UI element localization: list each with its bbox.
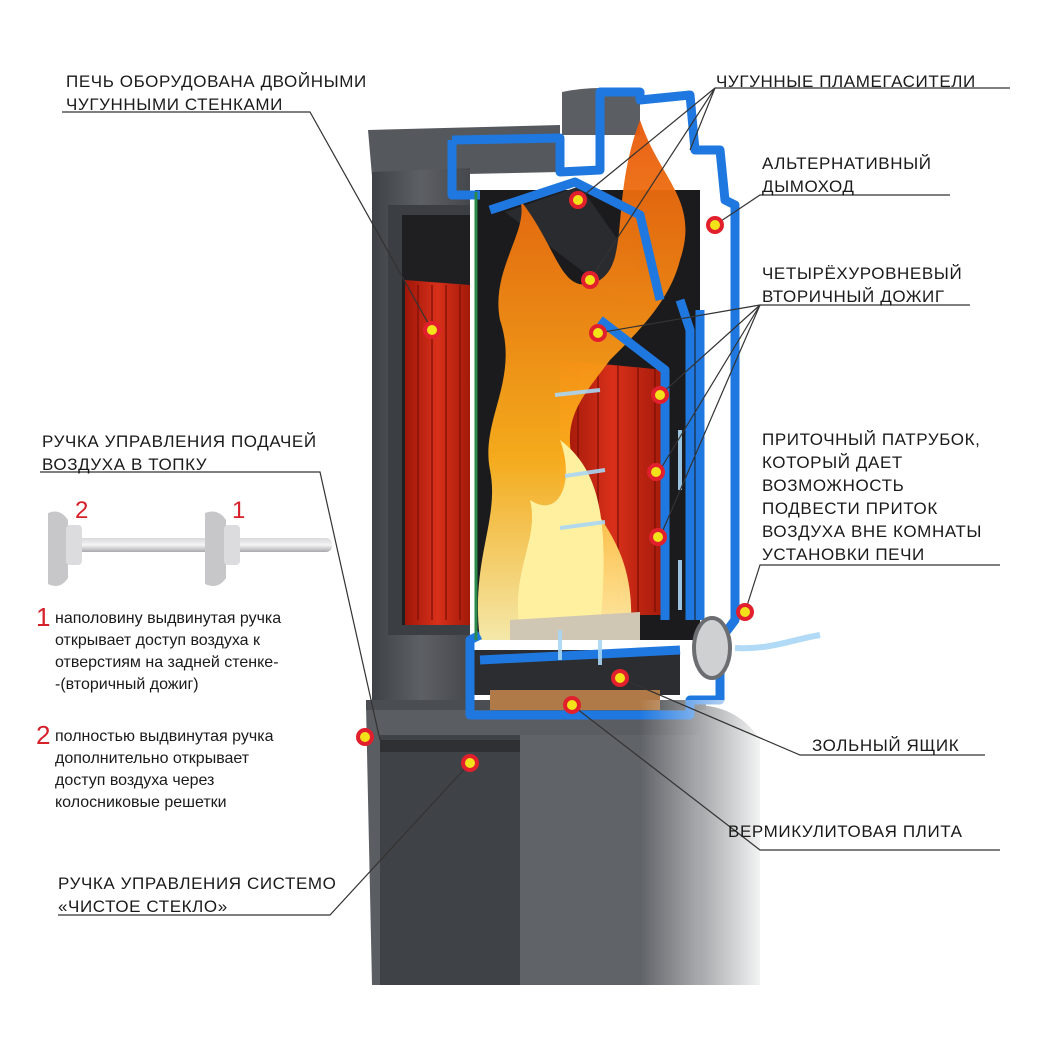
label-ash-box: ЗОЛЬНЫЙ ЯЩИК: [812, 736, 960, 755]
label-air-handle: РУЧКА УПРАВЛЕНИЯ ПОДАЧЕЙ ВОЗДУХА В ТОПКУ: [42, 432, 317, 474]
label-flame-arresters: ЧУГУННЫЕ ПЛАМЕГАСИТЕЛИ: [716, 72, 976, 91]
marker-double-walls: [423, 321, 441, 339]
marker-air-handle: [356, 728, 374, 746]
handle-position-2: 2: [75, 497, 89, 524]
note-2-text: полностью выдвинутая ручка дополнительно…: [55, 728, 274, 811]
firebox-red-wall-left: [405, 280, 470, 625]
marker-secondary-1: [589, 324, 607, 342]
intake-air-arrow: [734, 632, 821, 652]
marker-clean-glass: [461, 754, 479, 772]
flames: [477, 120, 686, 640]
note-1-text: наполовину выдвинутая ручка открывает до…: [55, 610, 282, 693]
label-vermiculite: ВЕРМИКУЛИТОВАЯ ПЛИТА: [728, 822, 963, 841]
leader-lines: [40, 87, 1010, 916]
marker-inlet-pipe: [736, 603, 754, 621]
air-flow-arrows: [554, 388, 821, 665]
note-1-number: 1: [36, 602, 51, 632]
label-alt-chimney: АЛЬТЕРНАТИВНЫЙ ДЫМОХОД: [762, 154, 932, 196]
note-2-number: 2: [36, 720, 51, 750]
label-inlet-pipe: ПРИТОЧНЫЙ ПАТРУБОК, КОТОРЫЙ ДАЕТ ВОЗМОЖН…: [762, 430, 983, 564]
air-handle-illustration: [48, 511, 332, 586]
marker-flame-arrester-1: [569, 191, 587, 209]
marker-alt-chimney: [706, 216, 724, 234]
label-double-walls: ПЕЧЬ ОБОРУДОВАНА ДВОЙНЫМИ ЧУГУННЫМИ СТЕН…: [66, 72, 367, 114]
marker-ash-box: [611, 669, 629, 687]
marker-secondary-4: [649, 528, 667, 546]
inlet-pipe: [692, 616, 732, 680]
label-clean-glass: РУЧКА УПРАВЛЕНИЯ СИСТЕМО «ЧИСТОЕ СТЕКЛО»: [58, 874, 337, 916]
marker-secondary-2: [651, 386, 669, 404]
handle-position-1: 1: [232, 497, 246, 524]
label-secondary-burn: ЧЕТЫРЁХУРОВНЕВЫЙ ВТОРИЧНЫЙ ДОЖИГ: [762, 264, 963, 306]
marker-vermiculite: [563, 696, 581, 714]
marker-secondary-3: [647, 463, 665, 481]
markers: [356, 191, 754, 772]
marker-flame-arrester-2: [581, 271, 599, 289]
